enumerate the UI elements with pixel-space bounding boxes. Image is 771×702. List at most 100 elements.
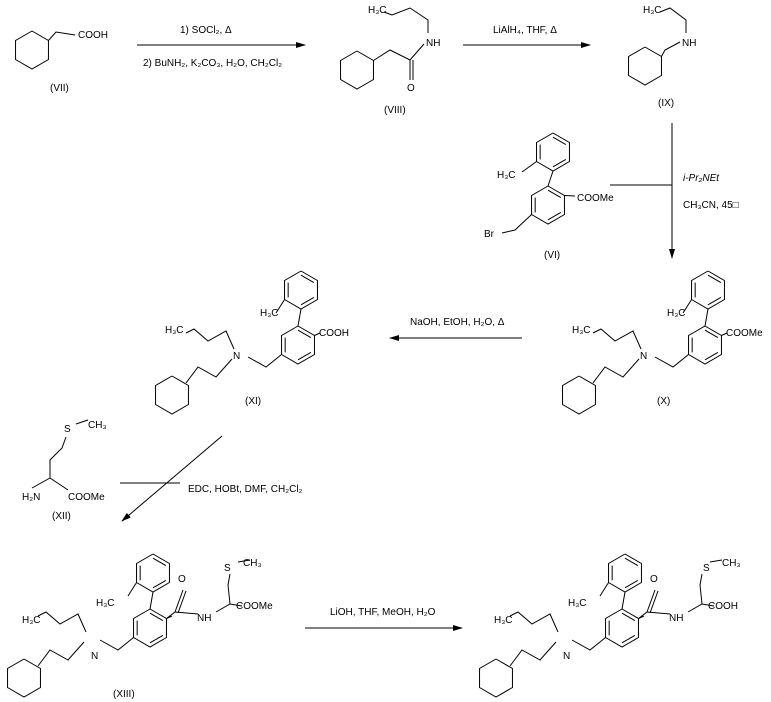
methyl-bond (599, 582, 609, 597)
ch2br-bond (501, 214, 532, 234)
amide-n (174, 611, 199, 615)
ester-bond (564, 195, 576, 197)
carbonyl (177, 590, 187, 614)
side-chain (373, 43, 425, 61)
carbonyl (646, 589, 656, 613)
cyclohexane-ring (340, 50, 374, 90)
ethyl-linker (592, 358, 640, 384)
ix-methyl: H₃C (643, 5, 662, 16)
biaryl-bond (297, 308, 302, 327)
vii-acid: COOH (78, 30, 108, 41)
x-label: (X) (657, 396, 670, 407)
product-acid: COOH (708, 601, 738, 612)
aromatic-double-bond (152, 557, 167, 567)
ester-bond (49, 477, 69, 491)
aromatic-double-bond (704, 329, 719, 339)
aromatic-double-bond (547, 211, 562, 221)
benzyl-bond (571, 637, 606, 651)
xii-amine: H₂N (22, 492, 40, 503)
benzene-ring (284, 270, 318, 310)
aromatic-double-bond (297, 329, 312, 339)
benzene-ring (605, 608, 639, 648)
step1-reagent-1: 1) SOCl₂, Δ (180, 25, 232, 36)
vii-label: (VII) (50, 83, 69, 94)
butyl-chain (185, 328, 235, 350)
xiii-s: S (224, 563, 231, 574)
butyl-chain (509, 611, 559, 633)
x-methyl: H₃C (572, 325, 591, 336)
benzyl-bond (247, 354, 282, 368)
amide-bond (638, 611, 648, 619)
carbonyl (649, 590, 659, 614)
ethyl-linker (185, 358, 233, 384)
product-nh: NH (669, 613, 683, 624)
methyl-bond (682, 299, 692, 314)
cyclohexane-ring (479, 658, 513, 698)
cyclohexane-ring (562, 375, 596, 415)
methyl-bond (127, 582, 137, 597)
step1-reagent-2: 2) BuNH₂, K₂CO₃, H₂O, CH₂Cl₂ (143, 58, 282, 69)
side-chain (48, 31, 76, 41)
benzene-ring (691, 270, 725, 310)
methyl-bond (521, 161, 537, 173)
aromatic-double-bond (552, 158, 567, 168)
xii-ch3: CH₃ (88, 420, 107, 431)
viii-o: O (407, 83, 415, 94)
aromatic-double-bond (300, 296, 315, 306)
benzene-ring (536, 132, 570, 172)
xiii-ester: COOMe (236, 601, 273, 612)
benzene-ring (133, 608, 167, 648)
s-methyl (237, 559, 251, 563)
x-ester: COOMe (726, 328, 763, 339)
product-s: S (703, 563, 710, 574)
aromatic-double-bond (300, 274, 315, 284)
aromatic-double-bond (297, 351, 312, 361)
ix-nh: NH (682, 38, 696, 49)
benzene-ring (136, 553, 170, 593)
biaryl-bond (621, 591, 626, 610)
aromatic-double-bond (552, 136, 567, 146)
carboxyl-bond (721, 332, 728, 336)
xi-n: N (233, 351, 240, 362)
side-chain (661, 41, 681, 57)
viii-methyl: H₃C (368, 5, 387, 16)
aromatic-double-bond (621, 612, 636, 622)
xiii-methyl: H₃C (22, 615, 41, 626)
ethyl-linker (37, 641, 85, 667)
cyclohexane-ring (7, 658, 41, 698)
aromatic-double-bond (704, 351, 719, 361)
benzene-ring (688, 325, 722, 365)
s-methyl (75, 419, 89, 425)
vi-label: (VI) (544, 250, 560, 261)
aromatic-double-bond (624, 579, 639, 589)
step6-reagent: LiOH, THF, MeOH, H₂O (330, 607, 436, 618)
aromatic-double-bond (621, 634, 636, 644)
xiii-n: N (91, 651, 98, 662)
biaryl-bond (149, 591, 154, 610)
side-chain (227, 573, 231, 605)
xi-label: (XI) (245, 396, 261, 407)
butyl-chain (592, 328, 642, 350)
viii-nh: NH (426, 38, 440, 49)
cyclohexane-ring (155, 375, 189, 415)
benzyl-bond (99, 637, 134, 651)
product-methyl: H₃C (494, 615, 513, 626)
aromatic-double-bond (707, 296, 722, 306)
molecular-bonds (7, 7, 728, 698)
xii-chain (31, 436, 67, 489)
aromatic-double-bond (149, 634, 164, 644)
vi-methyl: H₃C (497, 170, 516, 181)
aromatic-double-bond (152, 579, 167, 589)
amide-bond (166, 611, 176, 619)
step3-reagent-2: CH₃CN, 45□ (683, 200, 739, 211)
butyl-chain (37, 611, 87, 633)
carboxyl-bond (314, 332, 321, 336)
aromatic-double-bond (547, 189, 562, 199)
xiii-label: (XIII) (113, 689, 135, 700)
side-chain (699, 573, 703, 605)
aromatic-double-bond (149, 612, 164, 622)
xiii-ch3: CH₃ (243, 558, 262, 569)
step2-reagent: LiAlH₄, THF, Δ (493, 25, 557, 36)
benzene-ring (531, 185, 565, 225)
